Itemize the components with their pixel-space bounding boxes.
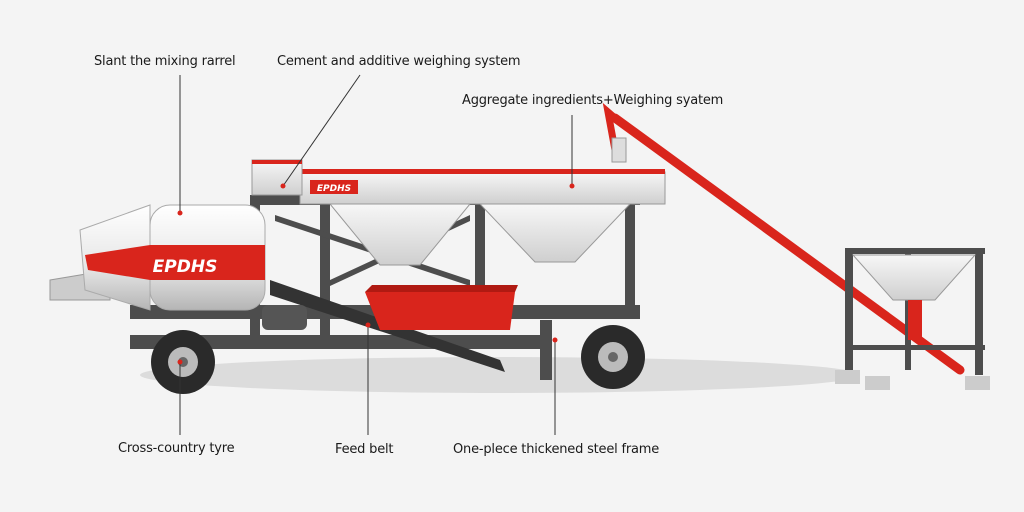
mixing-drum: EPDHS [49,204,266,311]
ground-shadow [140,357,860,393]
label-tyre: Cross-country tyre [118,441,235,456]
label-cement-weighing: Cement and additive weighing system [277,54,521,69]
tyre-rear [581,325,645,389]
label-aggregate-weighing: Aggregate ingredients+Weighing syatem [462,93,724,108]
tyre-front [151,330,215,394]
silo-stand [835,248,990,390]
leader-lines [179,74,573,435]
feed-belt [270,280,518,372]
leader-dots [177,183,575,365]
drum-logo: EPDHS [153,257,218,277]
label-steel-frame: One-plece thickened steel frame [453,442,660,457]
label-mixing-barrel: Slant the mixing rarrel [94,54,236,69]
motor [262,305,307,330]
hopper-logo: EPDHS [317,184,351,194]
cement-weighing-box [251,159,303,196]
screw-conveyor [602,102,965,375]
label-feed-belt: Feed belt [335,442,394,457]
